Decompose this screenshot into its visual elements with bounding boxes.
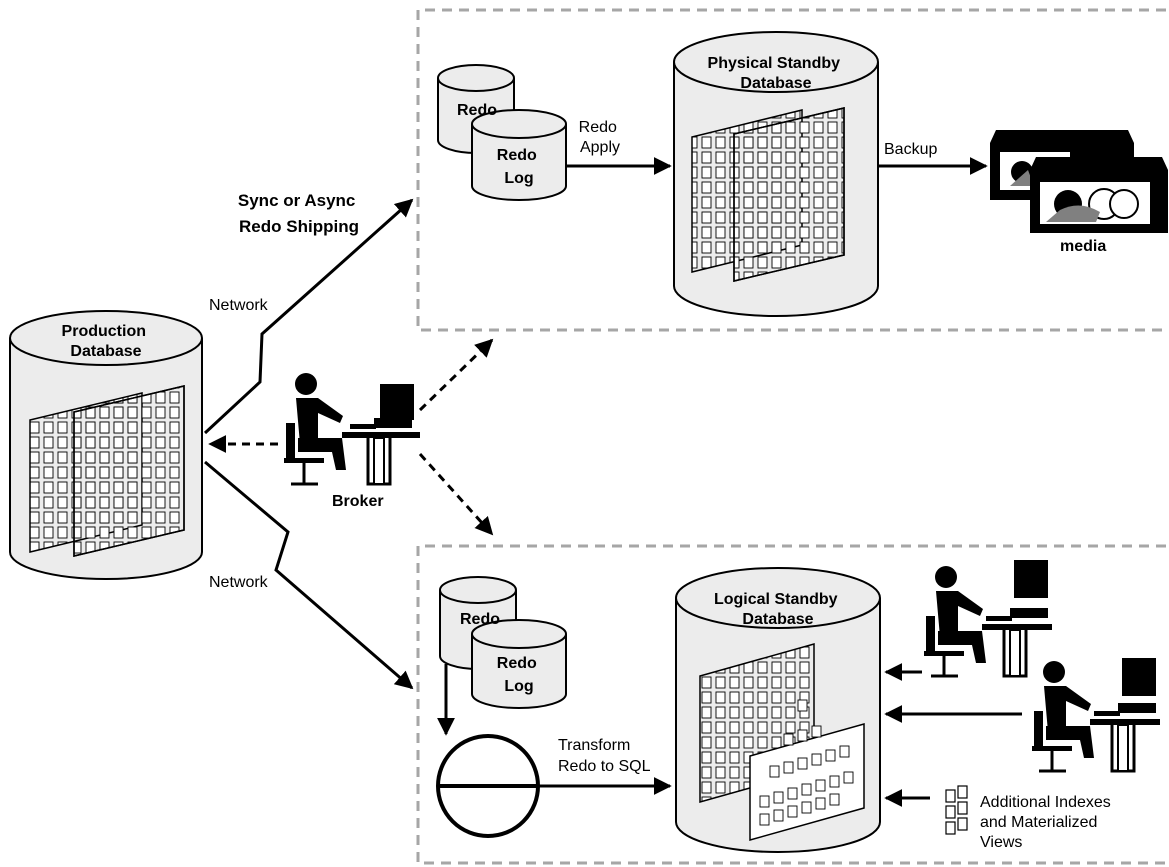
production-database-icon xyxy=(9,310,203,580)
physical-standby-database-icon xyxy=(673,31,879,317)
additional-indexes-label: Additional Indexes and Materialized View… xyxy=(980,794,1115,851)
tape-media-icon xyxy=(990,130,1168,233)
network-label-bottom: Network xyxy=(209,574,269,591)
broker-to-physical-arrow xyxy=(418,338,494,412)
redo-apply-label: Redo Apply xyxy=(579,119,622,156)
network-label-top: Network xyxy=(209,297,269,314)
broker-to-logical-arrow xyxy=(418,452,494,536)
redo-log-back-label: Redo xyxy=(457,102,497,119)
logical-standby-database-icon xyxy=(675,567,881,853)
redo-log-icon xyxy=(439,576,567,709)
broker-label: Broker xyxy=(332,493,384,510)
user-icon-middle xyxy=(1032,658,1160,773)
network-line-physical xyxy=(203,198,414,435)
logical-standby-database-label: Logical Standby Database xyxy=(714,591,842,628)
backup-label: Backup xyxy=(884,141,937,158)
production-database-label: Production Database xyxy=(62,323,151,360)
media-label: media xyxy=(1060,238,1106,255)
sync-async-label: Sync or Async Redo Shipping xyxy=(238,191,360,236)
network-line-logical xyxy=(204,460,414,690)
redo-log-front-label: Redo Log xyxy=(497,655,541,695)
index-icon xyxy=(945,785,968,835)
redo-log-front-label: Redo Log xyxy=(497,147,541,187)
transform-icon xyxy=(436,734,540,838)
broker-icon xyxy=(284,373,420,486)
redo-log-icon xyxy=(437,64,567,201)
user-icon-top xyxy=(924,560,1052,678)
physical-standby-database-label: Physical Standby Database xyxy=(708,55,845,92)
redo-log-back-label: Redo xyxy=(460,611,500,628)
physical-standby-region xyxy=(416,8,1166,332)
transform-label: Transform Redo to SQL xyxy=(558,737,651,775)
logical-standby-region xyxy=(416,544,1166,865)
